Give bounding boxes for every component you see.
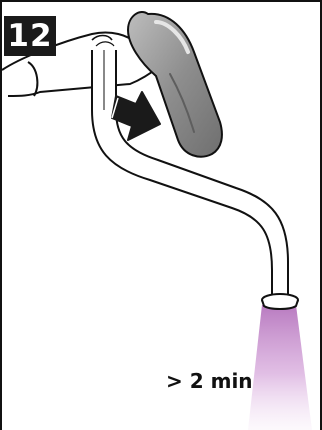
- duration-label: > 2 min: [166, 369, 253, 393]
- push-down-arrow: [111, 91, 161, 141]
- water-stream: [248, 305, 312, 430]
- step-number-badge: 12: [4, 16, 56, 56]
